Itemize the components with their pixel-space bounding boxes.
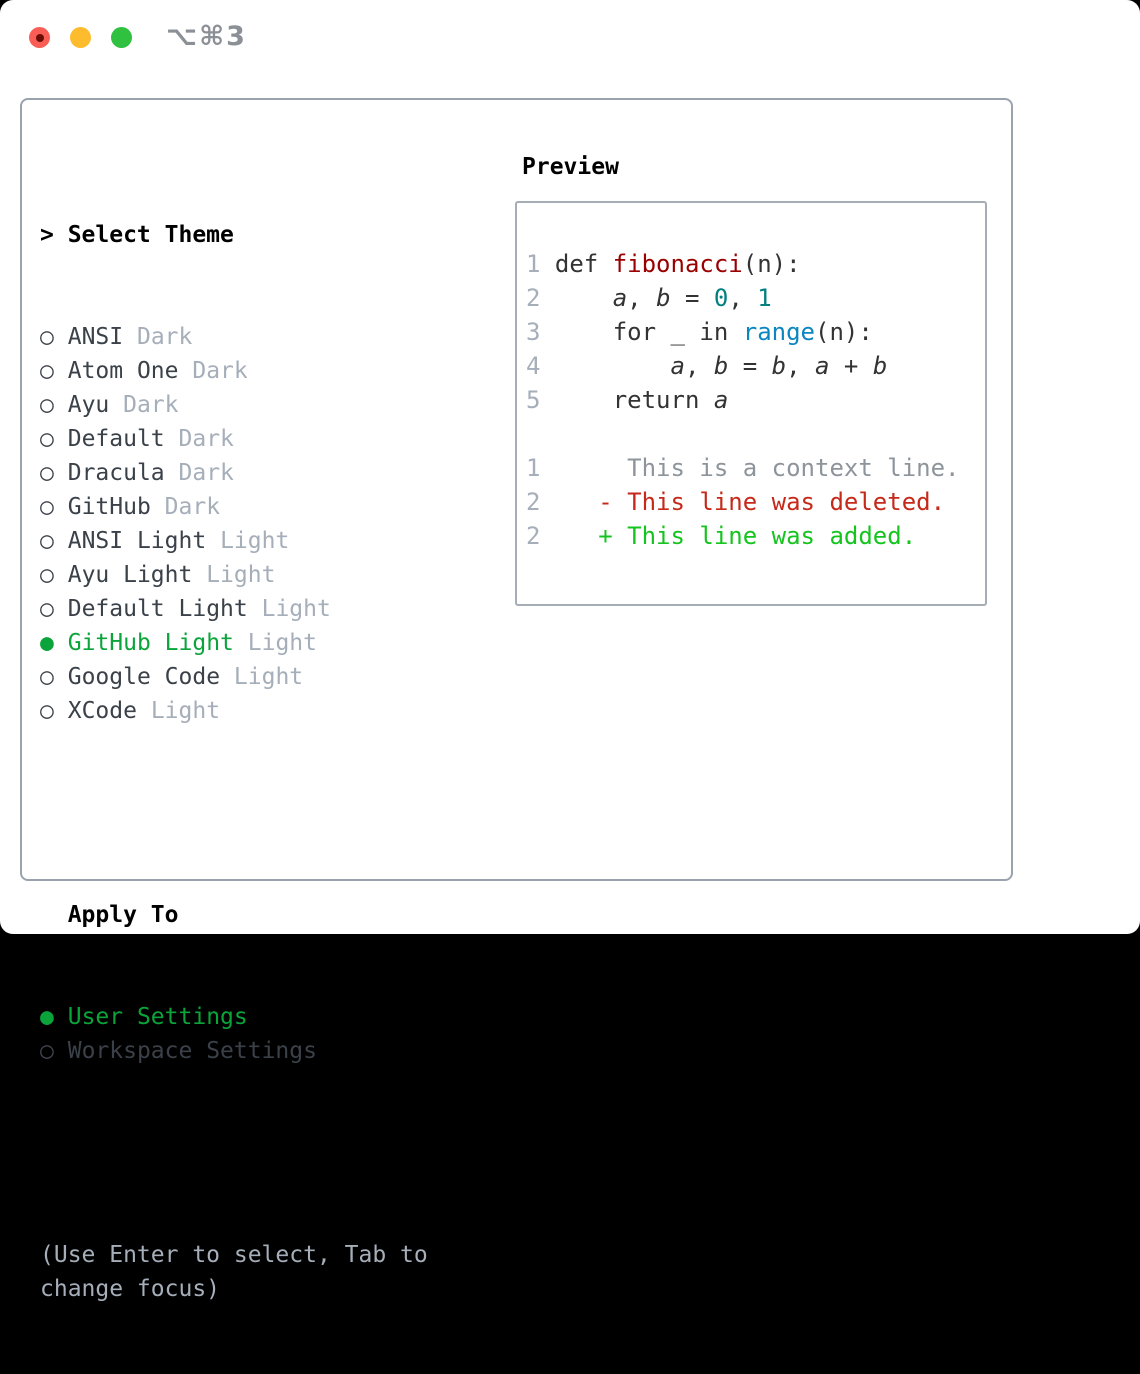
radio-selected-icon: ● xyxy=(40,630,54,656)
theme-option-google-code[interactable]: ○ Google Code Light xyxy=(40,660,500,694)
theme-option-default[interactable]: ○ Default Dark xyxy=(40,422,500,456)
preview-header: Preview xyxy=(522,150,987,184)
apply-to-list: ● User Settings○ Workspace Settings xyxy=(40,1000,500,1068)
titlebar: ⌥⌘3 xyxy=(0,0,1140,75)
theme-option-github-light[interactable]: ● GitHub Light Light xyxy=(40,626,500,660)
theme-variant-tag: Dark xyxy=(137,324,192,350)
theme-variant-tag: Dark xyxy=(179,460,234,486)
app-window: ⌥⌘3 > Select Theme ○ ANSI Dark○ Atom One… xyxy=(0,0,1140,934)
theme-option-label: XCode xyxy=(68,698,137,724)
radio-icon: ○ xyxy=(40,392,54,418)
apply-option-workspace-settings[interactable]: ○ Workspace Settings xyxy=(40,1034,500,1068)
select-theme-header: > Select Theme xyxy=(40,218,500,252)
radio-icon: ○ xyxy=(40,426,54,452)
window-shortcut-label: ⌥⌘3 xyxy=(166,21,247,52)
radio-icon: ○ xyxy=(40,358,54,384)
theme-option-label: Ayu xyxy=(68,392,110,418)
theme-option-ayu[interactable]: ○ Ayu Dark xyxy=(40,388,500,422)
radio-icon: ○ xyxy=(40,1038,54,1064)
radio-icon: ○ xyxy=(40,596,54,622)
line-number: 4 xyxy=(526,352,540,380)
theme-variant-tag: Dark xyxy=(123,392,178,418)
code-line: 4 a, b = b, a + b xyxy=(526,349,977,383)
radio-icon: ○ xyxy=(40,460,54,486)
radio-icon: ○ xyxy=(40,324,54,350)
radio-icon: ○ xyxy=(40,528,54,554)
line-number: 3 xyxy=(526,318,540,346)
theme-variant-tag: Light xyxy=(234,664,303,690)
line-number: 1 xyxy=(526,250,540,278)
spacer xyxy=(40,796,500,830)
theme-variant-tag: Dark xyxy=(179,426,234,452)
theme-option-github[interactable]: ○ GitHub Dark xyxy=(40,490,500,524)
apply-to-header: Apply To xyxy=(40,898,500,932)
theme-option-label: Atom One xyxy=(68,358,179,384)
theme-option-label: GitHub Light xyxy=(68,630,234,656)
apply-option-user-settings[interactable]: ● User Settings xyxy=(40,1000,500,1034)
radio-icon: ○ xyxy=(40,562,54,588)
keyboard-hint-line: change focus) xyxy=(40,1272,500,1306)
theme-variant-tag: Light xyxy=(248,630,317,656)
theme-option-label: GitHub xyxy=(68,494,151,520)
radio-icon: ○ xyxy=(40,698,54,724)
minimize-button[interactable] xyxy=(70,27,91,48)
apply-option-label: User Settings xyxy=(68,1004,248,1030)
theme-option-label: Ayu Light xyxy=(68,562,193,588)
theme-column: > Select Theme ○ ANSI Dark○ Atom One Dar… xyxy=(40,150,500,1374)
theme-variant-tag: Light xyxy=(220,528,289,554)
theme-option-label: Default Light xyxy=(68,596,248,622)
theme-variant-tag: Dark xyxy=(192,358,247,384)
theme-variant-tag: Light xyxy=(206,562,275,588)
code-line: 1 def fibonacci(n): xyxy=(526,247,977,281)
line-number: 2 xyxy=(526,522,540,550)
code-line: 5 return a xyxy=(526,383,977,417)
traffic-lights xyxy=(29,27,132,48)
theme-variant-tag: Light xyxy=(262,596,331,622)
theme-option-xcode[interactable]: ○ XCode Light xyxy=(40,694,500,728)
keyboard-hint-line: (Use Enter to select, Tab to xyxy=(40,1238,500,1272)
theme-option-label: Default xyxy=(68,426,165,452)
code-line: 3 for _ in range(n): xyxy=(526,315,977,349)
line-number: 1 xyxy=(526,454,540,482)
theme-option-label: Dracula xyxy=(68,460,165,486)
theme-variant-tag: Light xyxy=(151,698,220,724)
theme-option-label: ANSI xyxy=(68,324,123,350)
code-line: 2 a, b = 0, 1 xyxy=(526,281,977,315)
radio-icon: ○ xyxy=(40,664,54,690)
preview-column: Preview 1 def fibonacci(n):2 a, b = 0, 1… xyxy=(515,150,987,606)
diff-line-deletion: 2 - This line was deleted. xyxy=(526,485,977,519)
theme-option-ansi[interactable]: ○ ANSI Dark xyxy=(40,320,500,354)
spacer xyxy=(526,417,977,451)
theme-variant-tag: Dark xyxy=(165,494,220,520)
spacer xyxy=(40,1136,500,1170)
theme-option-dracula[interactable]: ○ Dracula Dark xyxy=(40,456,500,490)
theme-option-ansi-light[interactable]: ○ ANSI Light Light xyxy=(40,524,500,558)
theme-option-label: Google Code xyxy=(68,664,220,690)
theme-option-atom-one[interactable]: ○ Atom One Dark xyxy=(40,354,500,388)
line-number: 2 xyxy=(526,488,540,516)
apply-option-label: Workspace Settings xyxy=(68,1038,317,1064)
diff-preview: 1 This is a context line.2 - This line w… xyxy=(526,451,977,553)
theme-picker-panel: > Select Theme ○ ANSI Dark○ Atom One Dar… xyxy=(20,98,1013,881)
radio-icon: ○ xyxy=(40,494,54,520)
diff-line-addition: 2 + This line was added. xyxy=(526,519,977,553)
theme-option-ayu-light[interactable]: ○ Ayu Light Light xyxy=(40,558,500,592)
line-number: 5 xyxy=(526,386,540,414)
radio-selected-icon: ● xyxy=(40,1004,54,1030)
line-number: 2 xyxy=(526,284,540,312)
theme-option-default-light[interactable]: ○ Default Light Light xyxy=(40,592,500,626)
diff-line-context: 1 This is a context line. xyxy=(526,451,977,485)
theme-list: ○ ANSI Dark○ Atom One Dark○ Ayu Dark○ De… xyxy=(40,320,500,728)
theme-option-label: ANSI Light xyxy=(68,528,206,554)
close-button[interactable] xyxy=(29,27,50,48)
zoom-button[interactable] xyxy=(111,27,132,48)
